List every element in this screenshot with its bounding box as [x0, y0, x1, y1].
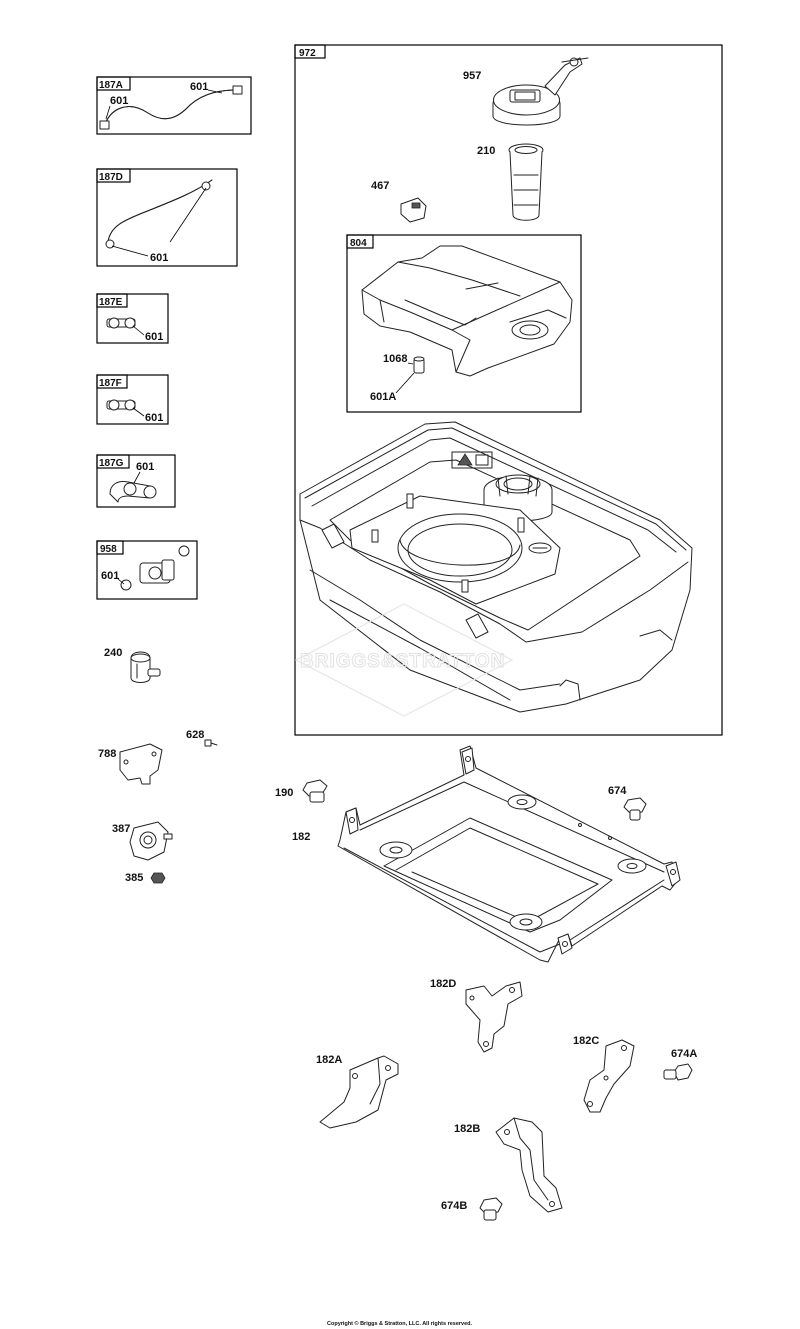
callout-190: 190 [275, 787, 293, 799]
copyright-text: Copyright © Briggs & Stratton, LLC. All … [327, 1320, 473, 1327]
kit-box-187A: 187A 601 601 [96, 76, 252, 135]
callout-957: 957 [463, 70, 481, 82]
callout-182D: 182D [430, 978, 456, 990]
kit-tag-804: 804 [350, 238, 367, 249]
callout-182A: 182A [316, 1054, 342, 1066]
callout-601: 601 [145, 412, 163, 424]
part-240-shutoff-valve: 240 [104, 647, 161, 683]
kit-tag-187E: 187E [99, 297, 123, 308]
kit-box-187D: 187D 601 [96, 168, 238, 267]
fuel-tank: BRIGGS&STRATTON [294, 421, 693, 717]
callout-601: 601 [145, 331, 163, 343]
part-674A-bolt: 674A [663, 1048, 697, 1081]
part-674-bolt: 674 [608, 785, 647, 821]
part-387-fuel-pump: 387 [112, 821, 173, 861]
part-957-fuel-cap: 957 [463, 57, 589, 126]
hose-with-clamps [106, 317, 136, 329]
part-182-base-frame: 182 [292, 745, 681, 963]
kit-box-187E: 187E 601 [96, 293, 169, 344]
fuel-line-hose [99, 85, 243, 130]
callout-674A: 674A [671, 1048, 697, 1060]
fuel-line-hose [105, 179, 213, 249]
part-601A-clamp: 601A [370, 372, 415, 403]
callout-1068: 1068 [383, 353, 407, 365]
callout-674B: 674B [441, 1200, 467, 1212]
callout-788: 788 [98, 748, 116, 760]
elbow-hose [109, 481, 157, 503]
kit-box-187G: 187G 601 [96, 454, 176, 508]
kit-tag-187A: 187A [99, 80, 123, 91]
kit-box-958: 958 601 [96, 540, 198, 600]
watermark: BRIGGS&STRATTON [294, 603, 514, 717]
callout-601: 601 [136, 461, 154, 473]
part-190-bolt: 190 [275, 779, 328, 803]
callout-387: 387 [112, 823, 130, 835]
kit-box-972: 972 957 210 467 [294, 44, 723, 736]
part-788-bracket: 788 [98, 743, 163, 785]
callout-182B: 182B [454, 1123, 480, 1135]
callout-601: 601 [110, 95, 128, 107]
part-385-nut: 385 [125, 872, 166, 884]
part-182B-bracket: 182B [454, 1117, 563, 1213]
callout-674: 674 [608, 785, 627, 797]
part-467-grommet: 467 [371, 180, 427, 223]
part-182A-bracket: 182A [316, 1054, 399, 1129]
callout-601: 601 [101, 570, 119, 582]
callout-182C: 182C [573, 1035, 599, 1047]
part-182C-bracket: 182C [573, 1035, 635, 1113]
fuel-shutoff-valve [120, 545, 190, 591]
part-1068-vent-valve: 1068 [383, 353, 425, 374]
part-182D-bracket: 182D [430, 978, 523, 1053]
callout-601A: 601A [370, 391, 396, 403]
callout-182: 182 [292, 831, 310, 843]
tank-shroud-cover [361, 245, 573, 377]
kit-tag-972: 972 [299, 48, 316, 59]
part-674B-bolt: 674B [441, 1197, 503, 1221]
callout-467: 467 [371, 180, 389, 192]
callout-240: 240 [104, 647, 122, 659]
callout-601: 601 [150, 252, 168, 264]
kit-tag-187F: 187F [99, 378, 122, 389]
kit-tag-187D: 187D [99, 172, 123, 183]
callout-385: 385 [125, 872, 143, 884]
kit-tag-958: 958 [100, 544, 117, 555]
part-210-fuel-strainer: 210 [477, 143, 544, 221]
watermark-text: BRIGGS&STRATTON [300, 651, 505, 672]
kit-box-187F: 187F 601 [96, 374, 169, 425]
kit-box-804: 804 1068 601A [346, 234, 582, 413]
callout-628: 628 [186, 729, 204, 741]
callout-601: 601 [190, 81, 208, 93]
part-628-screw: 628 [186, 729, 218, 747]
hose-with-clamps [106, 399, 136, 411]
callout-210: 210 [477, 145, 495, 157]
kit-tag-187G: 187G [99, 458, 124, 469]
